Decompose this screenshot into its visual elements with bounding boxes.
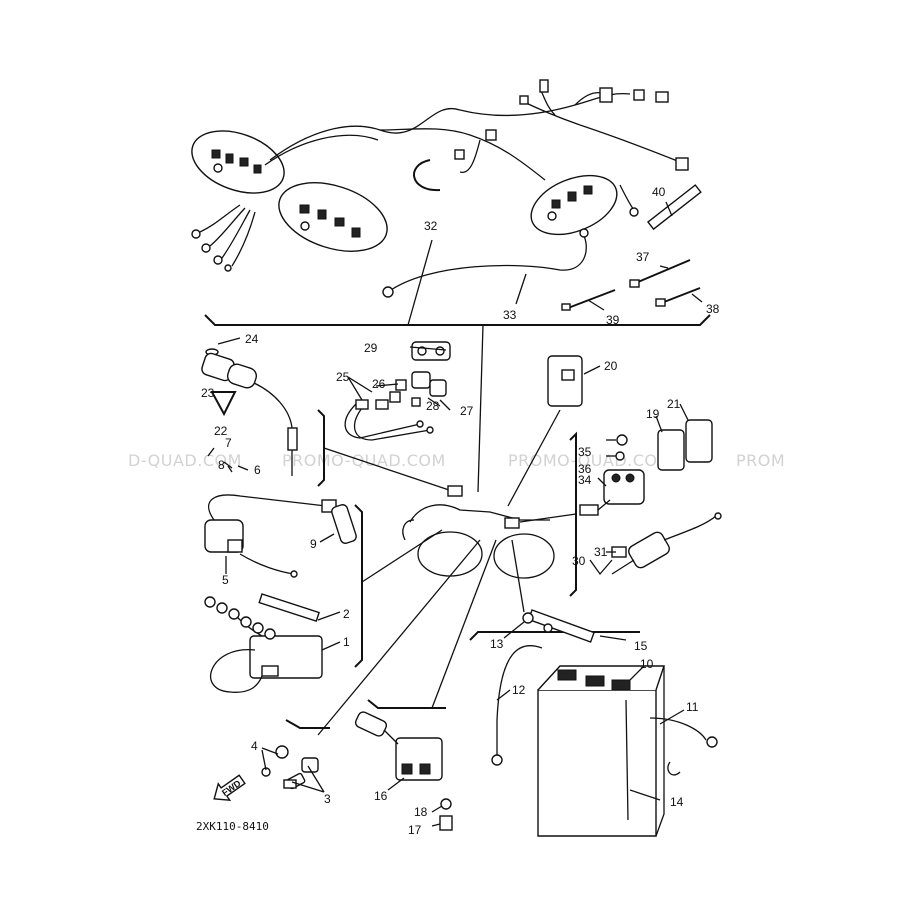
callout-labels: 1 2 3 4 5 6 7 8 9 10 11 12 13 14 15 16 1…	[201, 185, 720, 837]
bolt-set	[261, 539, 481, 790]
callout-20: 20	[604, 359, 618, 373]
callout-2: 2	[343, 607, 350, 621]
callout-1: 1	[343, 635, 350, 649]
callout-27: 27	[460, 404, 474, 418]
relay-group	[507, 355, 713, 597]
callout-29: 29	[364, 341, 378, 355]
rectifier	[354, 539, 497, 831]
callout-25: 25	[336, 370, 350, 384]
callout-8: 8	[218, 458, 225, 472]
callout-5: 5	[222, 573, 229, 587]
callout-7: 7	[225, 436, 232, 450]
watermark-left: D-QUAD.COM	[128, 451, 242, 470]
switch-assembly	[201, 348, 298, 476]
upper-group-bracket	[204, 314, 711, 326]
meter-housing-left	[191, 130, 285, 194]
callout-28: 28	[426, 399, 440, 413]
callout-26: 26	[372, 377, 386, 391]
callout-37: 37	[636, 250, 650, 264]
callout-14: 14	[670, 795, 684, 809]
callout-19: 19	[646, 407, 660, 421]
main-wire-harness	[191, 79, 702, 311]
meter-housing-right	[530, 174, 618, 236]
callout-13: 13	[490, 637, 504, 651]
watermark-row: D-QUAD.COM PROMO-QUAD.COM PROMO-QUAD.COM…	[128, 451, 785, 470]
callout-6: 6	[254, 463, 261, 477]
callout-40: 40	[652, 185, 666, 199]
callout-11: 11	[686, 700, 699, 714]
callout-32: 32	[424, 219, 438, 233]
callout-16: 16	[374, 789, 388, 803]
ignition-coil	[204, 494, 357, 578]
callout-21: 21	[667, 397, 681, 411]
battery	[469, 539, 718, 837]
cdi-unit	[204, 593, 323, 693]
callout-17: 17	[408, 823, 422, 837]
sensor-group	[344, 341, 451, 441]
forward-arrow: FWD	[213, 774, 246, 802]
callout-15: 15	[634, 639, 648, 653]
callout-30: 30	[572, 554, 586, 568]
callout-38: 38	[706, 302, 720, 316]
callout-9: 9	[310, 537, 317, 551]
drawing-code: 2XK110-8410	[196, 820, 269, 833]
callout-12: 12	[512, 683, 526, 697]
callout-18: 18	[414, 805, 428, 819]
callout-36: 36	[578, 462, 592, 476]
callout-3: 3	[324, 792, 331, 806]
watermark-right: PROMO-QUAD.COM	[508, 451, 672, 470]
callout-33: 33	[503, 308, 517, 322]
callout-22: 22	[214, 424, 228, 438]
callout-23: 23	[201, 386, 215, 400]
meter-housing-center	[278, 182, 388, 252]
callout-34: 34	[578, 473, 592, 487]
engine-outline	[402, 485, 555, 579]
leader-lines	[207, 201, 703, 827]
callout-31: 31	[594, 545, 608, 559]
neutral-switch	[611, 512, 722, 575]
watermark-edge: PROM	[736, 451, 785, 470]
callout-10: 10	[640, 657, 654, 671]
callout-35: 35	[578, 445, 592, 459]
callout-39: 39	[606, 313, 620, 327]
callout-4: 4	[251, 739, 258, 753]
callout-24: 24	[245, 332, 259, 346]
watermark-center: PROMO-QUAD.COM	[282, 451, 446, 470]
